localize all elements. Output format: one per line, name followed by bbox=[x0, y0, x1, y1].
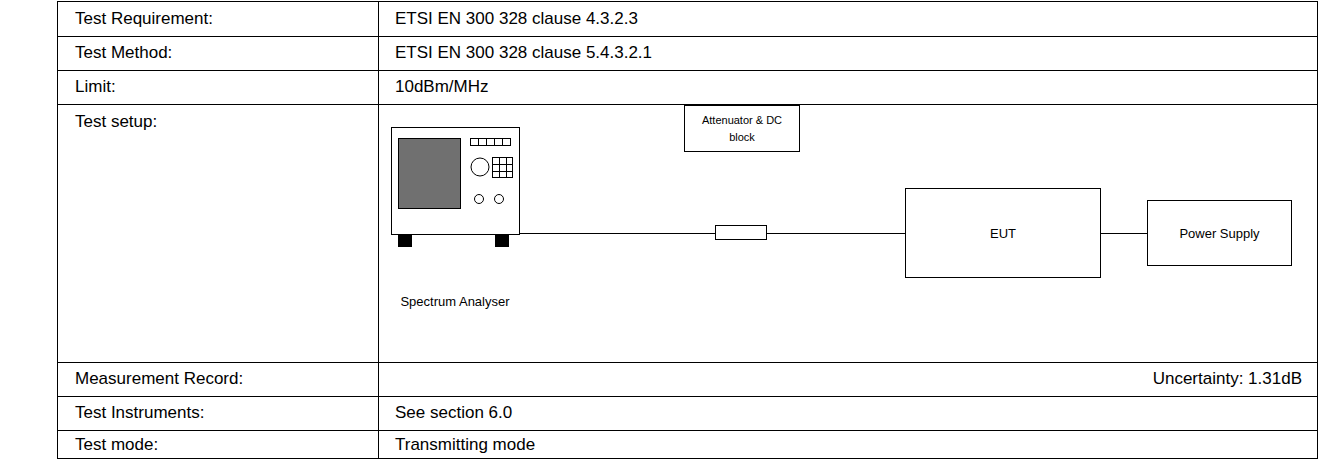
table-cell: Test Requirement: bbox=[75, 9, 213, 29]
table-cell: Transmitting mode bbox=[395, 435, 535, 455]
connector-line bbox=[1101, 233, 1147, 234]
table-cell: Test Instruments: bbox=[75, 403, 204, 423]
eut-box: EUT bbox=[905, 188, 1101, 278]
spectrum-analyser: Spectrum Analyser bbox=[388, 124, 528, 324]
connector-line bbox=[520, 233, 715, 234]
table-cell: Limit: bbox=[75, 77, 116, 97]
power-supply-box: Power Supply bbox=[1147, 200, 1292, 266]
node-label: Power Supply bbox=[1179, 226, 1259, 241]
table-cell: ETSI EN 300 328 clause 4.3.2.3 bbox=[395, 9, 638, 29]
table-cell: Test Method: bbox=[75, 43, 172, 63]
node-label: EUT bbox=[990, 226, 1016, 241]
attenuator: Attenuator & DC block bbox=[684, 105, 800, 240]
table-cell: Measurement Record: bbox=[75, 369, 243, 389]
table-cell: Test mode: bbox=[75, 435, 158, 455]
table-cell: 10dBm/MHz bbox=[395, 77, 489, 97]
table-cell: Uncertainty: 1.31dB bbox=[1153, 369, 1302, 389]
attenuator-symbol bbox=[715, 225, 767, 240]
node-label: Attenuator & DC block bbox=[702, 114, 782, 143]
connector-line bbox=[767, 233, 905, 234]
table-cell: ETSI EN 300 328 clause 5.4.3.2.1 bbox=[395, 43, 652, 63]
table-cell: See section 6.0 bbox=[395, 403, 512, 423]
table-cell: Test setup: bbox=[75, 112, 157, 132]
attenuator-label-box: Attenuator & DC block bbox=[684, 105, 800, 152]
node-label: Spectrum Analyser bbox=[400, 294, 509, 309]
spectrum-analyser-symbol bbox=[388, 124, 528, 254]
